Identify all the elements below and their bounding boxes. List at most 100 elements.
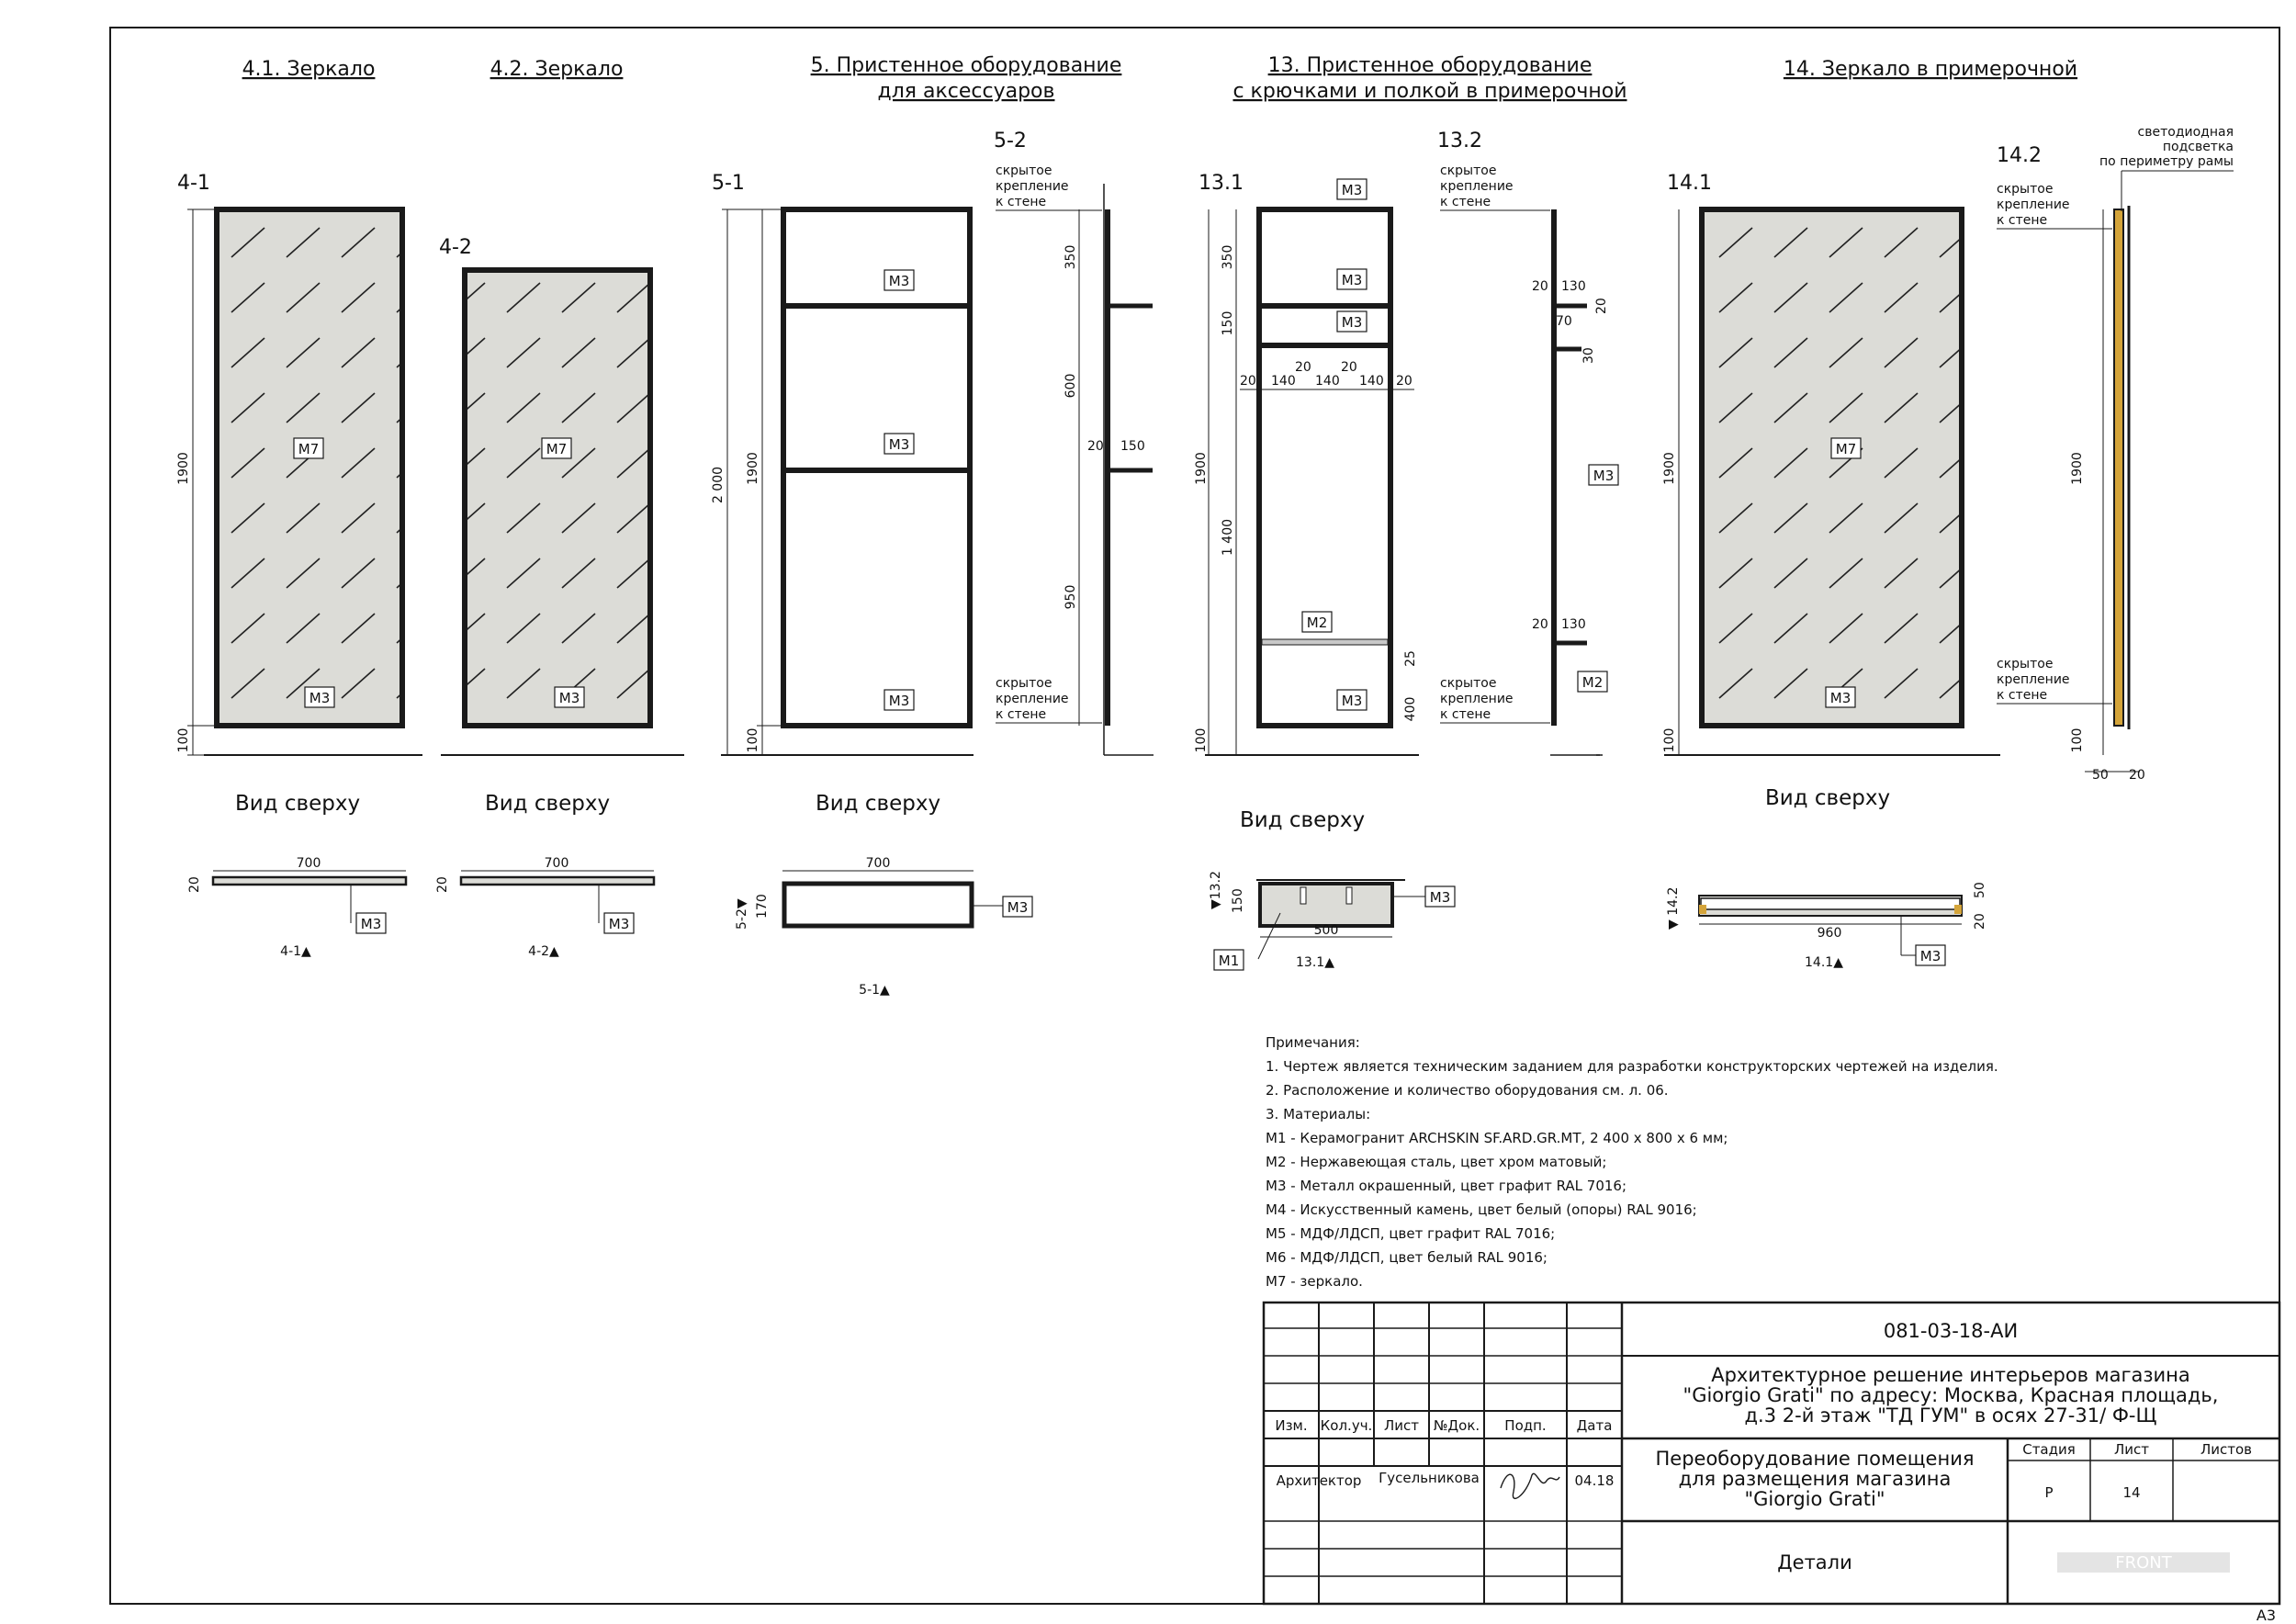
dim-4-1-1900: 1900	[176, 452, 191, 485]
note-line: 2. Расположение и количество оборудовани…	[1266, 1082, 1669, 1099]
tb-section-1: Переоборудование помещения	[1655, 1448, 1974, 1470]
note-line: М7 - зеркало.	[1266, 1273, 1363, 1290]
tag-4-2: 4-2	[439, 236, 472, 259]
top-mat-5: М3	[1007, 899, 1029, 916]
tb-section-3: "Giorgio Grati"	[1744, 1488, 1885, 1510]
section-titles: 4.1. Зеркало 4.2. Зеркало 5. Пристенное …	[242, 54, 2078, 103]
dim-13-1-20-right: 20	[1396, 374, 1412, 389]
top-mat-14: М3	[1920, 948, 1941, 964]
tag-13-2: 13.2	[1437, 130, 1482, 152]
mat-5-1-mid: М3	[889, 436, 910, 453]
dim-5-2-350: 350	[1064, 245, 1078, 270]
mirror-4-2: 4-2 М7 М3	[439, 236, 684, 756]
dim-14-1-100: 100	[1662, 728, 1677, 753]
logo-text: FRONT	[2115, 1553, 2172, 1573]
title-4-2: 4.2. Зеркало	[490, 58, 624, 81]
dim-5-1-2000: 2 000	[711, 467, 726, 503]
mirror-14-1-frame	[1699, 207, 1964, 728]
dim-5-2-150: 150	[1120, 439, 1145, 454]
dim-13-1-25: 25	[1403, 650, 1418, 667]
logo-box	[2057, 1552, 2230, 1573]
svg-text:скрытое: скрытое	[1997, 657, 2053, 671]
dim-14-2-1900: 1900	[2070, 452, 2085, 485]
hook-unit-13-1: 13.1 1900 100 350 150 1 400 25 400 20 14…	[1194, 172, 1419, 756]
dim-5-2-20: 20	[1087, 439, 1104, 454]
tb-section-2: для размещения магазина	[1679, 1468, 1952, 1490]
top-dim-14-20: 20	[1973, 913, 1987, 930]
note-line: М3 - Металл окрашенный, цвет графит RAL …	[1266, 1178, 1626, 1194]
mat-13-1-upper: М3	[1342, 272, 1363, 288]
mat-13-1-m2: М2	[1307, 615, 1328, 631]
tb-sheets-h: Листов	[2200, 1441, 2252, 1458]
mat-13-2-m3: М3	[1593, 468, 1615, 484]
tb-h-list: Лист	[1384, 1417, 1419, 1434]
tag-5-2: 5-2	[994, 130, 1027, 152]
dim-13-1-140-a: 140	[1271, 374, 1296, 389]
note-13-2-mount-top: скрытое крепление к стене	[1440, 164, 1550, 211]
title-13-line1: 13. Пристенное оборудование	[1268, 54, 1593, 77]
top-dim-14-960: 960	[1818, 926, 1842, 941]
tb-name: Гусельникова	[1379, 1470, 1480, 1486]
dim-13-2-70: 70	[1556, 314, 1572, 329]
svg-text:скрытое: скрытое	[1440, 164, 1496, 178]
tb-sheet: 14	[2122, 1484, 2140, 1501]
tb-h-izm: Изм.	[1275, 1417, 1307, 1434]
svg-text:скрытое: скрытое	[1997, 182, 2053, 197]
dim-13-2-130-bot: 130	[1561, 617, 1586, 632]
led-strip	[2113, 209, 2124, 727]
svg-text:подсветка: подсветка	[2163, 140, 2234, 154]
title-5-line1: 5. Пристенное оборудование	[811, 54, 1122, 77]
top-view-14: Вид сверху 960 50 20 ▼ 14.2 М3 14.1▲	[1666, 786, 1987, 970]
top-view-label-4-1: Вид сверху	[235, 792, 360, 816]
mat-13-1-hooks: М3	[1342, 314, 1363, 331]
tb-h-doc: №Док.	[1434, 1417, 1480, 1434]
svg-text:крепление: крепление	[1997, 672, 2070, 687]
svg-text:к стене: к стене	[996, 195, 1046, 209]
top-dim-4-1-20: 20	[187, 876, 202, 893]
dim-5-2-950: 950	[1064, 585, 1078, 610]
tb-date: 04.18	[1575, 1472, 1615, 1489]
tag-5-1: 5-1	[712, 172, 745, 195]
dim-14-1-1900: 1900	[1662, 452, 1677, 485]
notes-heading: Примечания:	[1266, 1034, 1360, 1051]
svg-text:крепление: крепление	[1440, 179, 1514, 194]
note-line: М5 - МДФ/ЛДСП, цвет графит RAL 7016;	[1266, 1225, 1555, 1242]
mat-14-1-m7: М7	[1836, 441, 1857, 457]
svg-text:к стене: к стене	[1440, 707, 1491, 722]
title-block	[1262, 1301, 2281, 1606]
top-dim-13-150: 150	[1231, 888, 1245, 913]
svg-text:по периметру рамы: по периметру рамы	[2099, 154, 2234, 169]
tb-project-3: д.3 2-й этаж "ТД ГУМ" в осях 27-31/ Ф-Щ	[1745, 1404, 2157, 1427]
sheet-frame	[109, 27, 2280, 1605]
top-mat-4-1: М3	[361, 916, 382, 932]
top-view-label-13: Вид сверху	[1240, 808, 1365, 832]
dim-13-1-140-c: 140	[1359, 374, 1384, 389]
top-view-label-14: Вид сверху	[1765, 786, 1890, 810]
mat-13-1-bot: М3	[1342, 693, 1363, 709]
title-block-text: 081-03-18-АИ Архитектурное решение интер…	[1275, 1320, 2252, 1573]
tb-h-kol: Кол.уч.	[1321, 1417, 1373, 1434]
svg-text:крепление: крепление	[1440, 692, 1514, 706]
svg-text:к стене: к стене	[1997, 688, 2047, 703]
dim-13-1-150: 150	[1221, 311, 1235, 336]
sec-5-1: 5-1▲	[859, 983, 890, 998]
tag-14-1: 14.1	[1667, 172, 1712, 195]
dim-13-2-130-top: 130	[1561, 279, 1586, 294]
dim-13-1-1900: 1900	[1194, 452, 1209, 485]
tb-code: 081-03-18-АИ	[1884, 1320, 2018, 1342]
tag-14-2: 14.2	[1997, 144, 2042, 167]
mat-13-2-m2: М2	[1582, 674, 1604, 691]
tb-role: Архитектор	[1277, 1472, 1362, 1489]
tb-stage: Р	[2044, 1484, 2053, 1501]
mat-13-1-top: М3	[1342, 182, 1363, 198]
mat-5-1-bot: М3	[889, 693, 910, 709]
dim-13-1-140-b: 140	[1315, 374, 1340, 389]
dim-13-2-20-r: 20	[1594, 298, 1609, 314]
tb-h-date: Дата	[1577, 1417, 1613, 1434]
tb-project-1: Архитектурное решение интерьеров магазин…	[1711, 1364, 2190, 1386]
tb-project-2: "Giorgio Grati" по адресу: Москва, Красн…	[1683, 1384, 2219, 1406]
svg-text:к стене: к стене	[1997, 213, 2047, 228]
dim-4-1-100: 100	[176, 728, 191, 753]
title-5-line2: для аксессуаров	[878, 80, 1055, 103]
top-view-5: Вид сверху 700 170 5-2▼ М3 5-1▲	[735, 792, 1033, 998]
